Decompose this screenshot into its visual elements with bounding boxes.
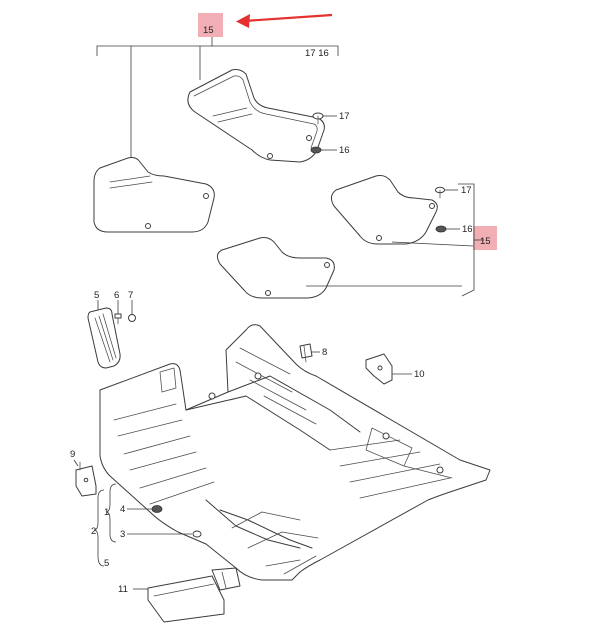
callout-11: 11: [118, 584, 128, 595]
bracket-9: [75, 461, 97, 497]
callout-17-right: 17: [461, 185, 472, 196]
right-bracket: [458, 183, 475, 297]
callout-5-top: 5: [94, 290, 99, 301]
callout-8: 8: [322, 347, 327, 358]
callout-16-upper: 16: [339, 145, 350, 156]
callout-5-side: 5: [104, 558, 109, 569]
bracket-ref-label: 17 16: [305, 48, 329, 59]
callout-9: 9: [70, 449, 75, 460]
callout-17-upper: 17: [339, 111, 350, 122]
mat-rear-left: [216, 237, 335, 299]
mat-rear-right: [330, 175, 438, 245]
fastener-17-right: [435, 186, 445, 199]
callout-7: 7: [128, 290, 133, 301]
mat-front-left: [93, 157, 215, 233]
top-bracket: [96, 45, 339, 56]
red-arrow-icon: [236, 13, 333, 28]
clip-7: [128, 314, 136, 322]
callout-15-right-highlight: [473, 226, 497, 250]
fastener-3: [192, 530, 202, 538]
brace-2: [93, 489, 105, 567]
floor-pan: [99, 324, 491, 581]
panel-11: [147, 567, 241, 623]
callout-2: 2: [91, 526, 96, 537]
callout-15-top-highlight: [198, 13, 223, 37]
bracket-10: [365, 353, 393, 385]
mat-front-right: [187, 69, 325, 163]
callout-1: 1: [104, 507, 109, 518]
callout-15-top: 15: [203, 25, 214, 36]
callout-4: 4: [120, 504, 125, 515]
callout-3: 3: [120, 529, 125, 540]
callout-6: 6: [114, 290, 119, 301]
screw-6: [114, 313, 122, 325]
callout-16-right: 16: [462, 224, 473, 235]
fastener-4: [151, 505, 163, 513]
callout-15-right: 15: [480, 236, 491, 247]
callout-10: 10: [414, 369, 425, 380]
clip-8: [299, 343, 313, 363]
fastener-16-right: [435, 225, 447, 233]
footrest-panel: [87, 307, 121, 369]
fastener-16-upper: [310, 146, 322, 154]
brace-1: [105, 483, 117, 543]
